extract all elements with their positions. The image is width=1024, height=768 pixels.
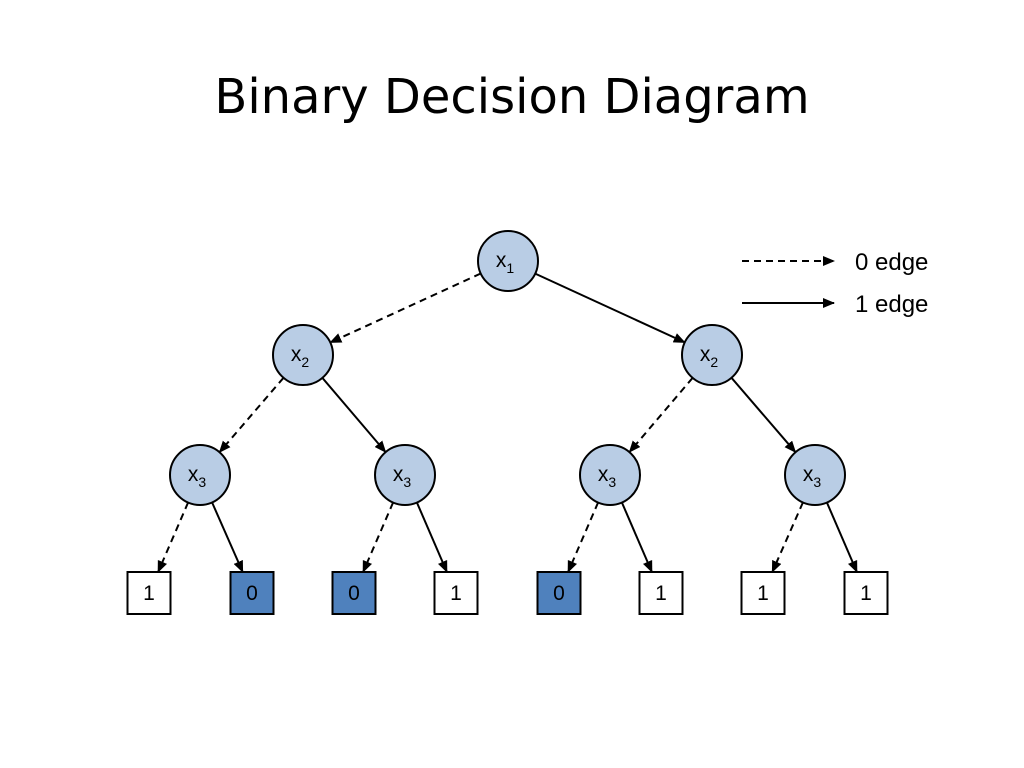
one-edge-n1-n3 [534, 272, 686, 344]
terminal-leaf-box [740, 571, 786, 615]
decision-node-label: x3 [803, 463, 822, 490]
decision-node-circle [579, 444, 641, 506]
legend-label: 0 edge [855, 249, 928, 276]
terminal-leaf-l7: 1 [740, 571, 786, 615]
terminal-leaf-box [433, 571, 479, 615]
terminal-leaf-l5: 0 [536, 571, 582, 615]
terminal-leaf-value: 1 [450, 582, 462, 605]
decision-node-n5: x3 [374, 444, 436, 506]
terminal-leaf-value: 0 [246, 582, 258, 605]
decision-node-circle [169, 444, 231, 506]
terminal-leaf-value: 0 [348, 582, 360, 605]
one-edge-n6-l6 [620, 502, 653, 573]
decision-node-n2: x2 [272, 324, 334, 386]
decision-node-circle [681, 324, 743, 386]
page-title: Binary Decision Diagram [214, 69, 810, 125]
terminal-leaf-l2: 0 [229, 571, 275, 615]
terminal-leaf-l1: 1 [126, 571, 172, 615]
terminal-leaf-box [843, 571, 889, 615]
terminal-leaf-value: 1 [655, 582, 667, 605]
terminal-leaf-box [126, 571, 172, 615]
one-edge-n7-l8 [825, 502, 858, 573]
decision-node-label: x1 [496, 249, 515, 276]
terminal-leaf-box [229, 571, 275, 615]
decision-node-n3: x2 [681, 324, 743, 386]
leaves-layer: 1 0 0 1 0 1 1 1 [126, 571, 889, 615]
legend-item-zero-edge: 0 edge [742, 249, 928, 276]
node-subscript: 1 [506, 260, 514, 276]
node-variable: x [291, 343, 302, 366]
zero-edge-n4-l1 [157, 502, 190, 573]
node-subscript: 3 [813, 474, 821, 490]
node-variable: x [188, 463, 199, 486]
decision-node-n4: x3 [169, 444, 231, 506]
one-edge-n2-n5 [321, 377, 387, 453]
terminal-leaf-box [331, 571, 377, 615]
terminal-leaf-value: 0 [553, 582, 565, 605]
decision-node-circle [374, 444, 436, 506]
decision-node-label: x3 [393, 463, 412, 490]
zero-edge-n3-n6 [628, 377, 694, 453]
node-subscript: 2 [710, 354, 718, 370]
zero-edge-n5-l3 [362, 502, 395, 573]
one-edge-n5-l4 [415, 502, 448, 573]
terminal-leaf-box [638, 571, 684, 615]
terminal-leaf-l6: 1 [638, 571, 684, 615]
terminal-leaf-l3: 0 [331, 571, 377, 615]
node-variable: x [700, 343, 711, 366]
terminal-leaf-value: 1 [860, 582, 872, 605]
node-subscript: 2 [301, 354, 309, 370]
decision-node-label: x2 [291, 343, 310, 370]
zero-edge-n1-n2 [329, 272, 482, 344]
zero-edge-n7-l7 [771, 502, 804, 573]
decision-node-circle [477, 230, 539, 292]
terminal-leaf-value: 1 [757, 582, 769, 605]
node-subscript: 3 [403, 474, 411, 490]
edges-layer [157, 272, 858, 573]
legend-label: 1 edge [855, 291, 928, 318]
decision-node-label: x3 [188, 463, 207, 490]
node-variable: x [598, 463, 609, 486]
decision-node-label: x2 [700, 343, 719, 370]
decision-node-circle [272, 324, 334, 386]
decision-node-n7: x3 [784, 444, 846, 506]
zero-edge-n6-l5 [567, 502, 600, 573]
decision-node-label: x3 [598, 463, 617, 490]
zero-edge-n2-n4 [218, 377, 285, 453]
node-variable: x [496, 249, 507, 272]
legend-item-one-edge: 1 edge [742, 291, 928, 318]
terminal-leaf-value: 1 [143, 582, 155, 605]
legend: 0 edge 1 edge [742, 249, 928, 318]
node-variable: x [803, 463, 814, 486]
decision-node-n1: x1 [477, 230, 539, 292]
one-edge-n3-n7 [730, 377, 797, 453]
node-variable: x [393, 463, 404, 486]
terminal-leaf-l8: 1 [843, 571, 889, 615]
one-edge-n4-l2 [211, 502, 244, 573]
decision-node-circle [784, 444, 846, 506]
node-subscript: 3 [198, 474, 206, 490]
decision-node-n6: x3 [579, 444, 641, 506]
terminal-leaf-l4: 1 [433, 571, 479, 615]
node-subscript: 3 [608, 474, 616, 490]
terminal-leaf-box [536, 571, 582, 615]
